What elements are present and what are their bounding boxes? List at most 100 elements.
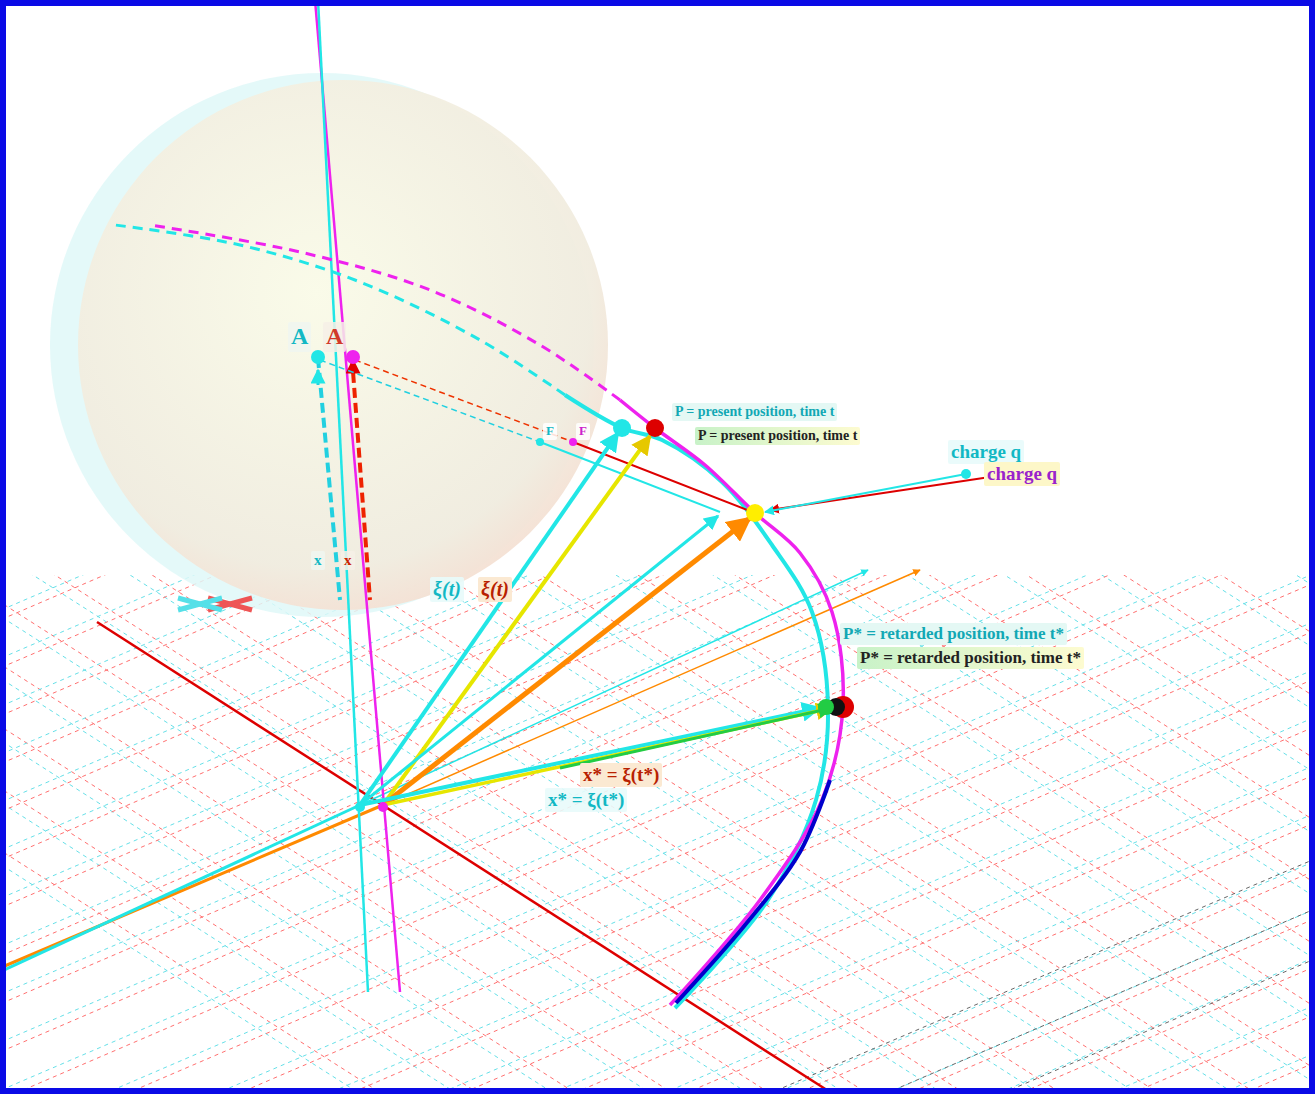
grid-line bbox=[0, 575, 1315, 1094]
grid-line bbox=[0, 690, 1315, 1094]
grid-line bbox=[0, 575, 1315, 882]
label-text: A bbox=[323, 322, 346, 352]
sphere bbox=[78, 80, 608, 610]
charge-label: charge q bbox=[984, 462, 1060, 486]
grid-line bbox=[0, 882, 1315, 1094]
grid-line bbox=[0, 575, 1315, 1094]
trajectory bbox=[620, 400, 843, 1005]
position-label: P* = retarded position, time t* bbox=[840, 623, 1067, 645]
grid-line bbox=[0, 575, 1315, 1094]
grid-line bbox=[0, 694, 1315, 1094]
grid-line bbox=[0, 575, 1315, 1094]
point-label: A bbox=[288, 322, 311, 352]
point-marker bbox=[311, 350, 325, 364]
grid-line bbox=[0, 575, 1315, 1026]
grid-line bbox=[0, 575, 1315, 978]
cross-mark bbox=[178, 598, 222, 610]
label-text: x bbox=[311, 551, 325, 570]
grid-line bbox=[0, 918, 1315, 1094]
grid-line bbox=[0, 756, 1315, 1094]
charge-line bbox=[765, 474, 966, 512]
arrow bbox=[317, 370, 320, 385]
grid-line bbox=[0, 575, 1315, 1094]
grid-line bbox=[0, 575, 1315, 930]
grid-line bbox=[0, 575, 1315, 1061]
cross-mark bbox=[178, 598, 222, 610]
grid-line bbox=[0, 575, 1315, 1094]
vector bbox=[383, 436, 650, 805]
grid-line bbox=[0, 575, 1315, 1094]
label-text: charge q bbox=[948, 440, 1024, 464]
grid-line bbox=[0, 834, 1315, 1094]
vector-label: ξ(t) bbox=[430, 577, 464, 602]
dashed-vector bbox=[352, 358, 370, 600]
vector bbox=[360, 433, 618, 805]
grid-line bbox=[0, 930, 1315, 1094]
grid-line bbox=[0, 818, 1315, 1094]
dashed-line bbox=[355, 360, 573, 442]
point-marker bbox=[646, 419, 664, 437]
grid-line bbox=[0, 575, 1315, 882]
grid-line bbox=[0, 575, 1315, 1094]
grid-line bbox=[0, 575, 1315, 834]
axis bbox=[315, 0, 400, 992]
grid-line bbox=[0, 575, 1315, 786]
label-text: A bbox=[288, 322, 311, 352]
label-text: F bbox=[576, 423, 590, 440]
grid-line bbox=[0, 818, 1315, 1094]
grid-line bbox=[0, 632, 1315, 1094]
label-text: P* = retarded position, time t* bbox=[857, 647, 1084, 669]
label-text: P = present position, time t bbox=[695, 427, 860, 445]
grid-line bbox=[0, 575, 1315, 738]
grid-line bbox=[0, 978, 1315, 1094]
grid-line bbox=[0, 575, 1315, 1094]
grid-line bbox=[0, 738, 1315, 1094]
grid-line bbox=[0, 575, 1315, 1094]
field-line bbox=[540, 442, 720, 512]
grid-line bbox=[0, 575, 1315, 978]
grid-line bbox=[0, 594, 1315, 1094]
grid-line bbox=[0, 575, 1315, 1026]
label-text: ξ(t) bbox=[478, 577, 512, 602]
grid-line bbox=[0, 575, 1315, 1094]
past-path bbox=[115, 225, 565, 395]
point-marker bbox=[378, 802, 388, 812]
grid-line bbox=[0, 575, 1315, 1094]
grid-line bbox=[0, 694, 1315, 1094]
charge-label: charge q bbox=[948, 440, 1024, 464]
grid-line bbox=[0, 575, 1315, 642]
position-label: P = present position, time t bbox=[695, 426, 860, 445]
grid-line bbox=[0, 738, 1315, 1094]
grid-line bbox=[0, 575, 1315, 1094]
point-marker bbox=[746, 504, 764, 522]
grid-line bbox=[0, 575, 1315, 1094]
point-label: A bbox=[323, 322, 346, 352]
vector-label: x bbox=[341, 551, 355, 570]
grid-line bbox=[0, 594, 1315, 1094]
point-marker bbox=[346, 350, 360, 364]
label-text: P* = retarded position, time t* bbox=[840, 623, 1067, 645]
grid-line bbox=[0, 575, 1315, 813]
grid-line bbox=[0, 1074, 1315, 1094]
position-label: P = present position, time t bbox=[672, 402, 837, 421]
grid-line bbox=[0, 575, 1315, 1094]
grid-line bbox=[0, 834, 1315, 1094]
axis bbox=[0, 805, 360, 972]
label-text: x bbox=[341, 551, 355, 570]
grid-line bbox=[0, 756, 1315, 1094]
vector-label: x* = ξ(t*) bbox=[545, 788, 627, 812]
grid-line bbox=[0, 882, 1315, 1094]
point-label: F bbox=[543, 421, 557, 440]
grid-line bbox=[0, 575, 1315, 1074]
past-path bbox=[150, 225, 620, 400]
point-marker bbox=[818, 699, 834, 715]
point-marker bbox=[961, 469, 971, 479]
label-text: x* = ξ(t*) bbox=[580, 763, 662, 787]
trajectory-segment bbox=[676, 780, 830, 1003]
label-text: x* = ξ(t*) bbox=[545, 788, 627, 812]
grid-line bbox=[0, 575, 1315, 1074]
axis bbox=[360, 570, 868, 805]
grid-line bbox=[0, 575, 1315, 930]
